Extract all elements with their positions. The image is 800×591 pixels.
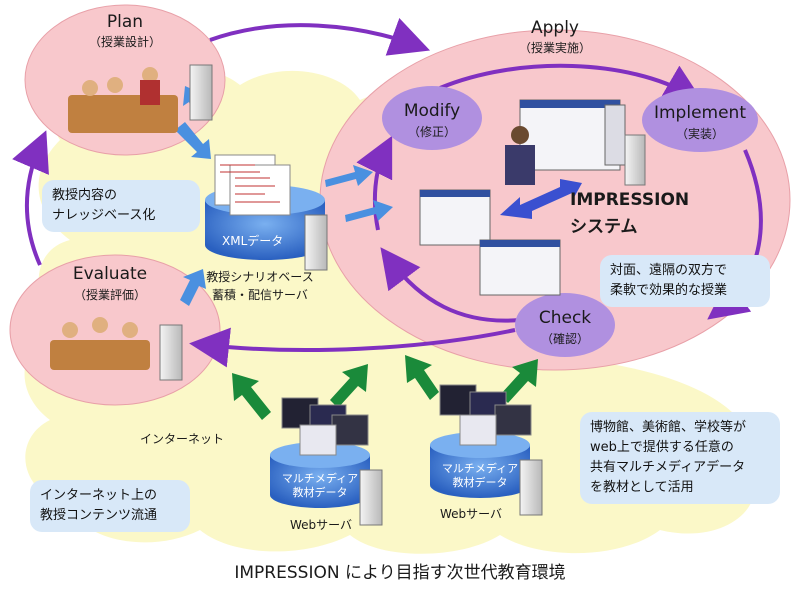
apply-screenshots	[419, 99, 626, 296]
xml-db-label: XMLデータ	[222, 234, 284, 248]
monitor-thumbnails	[281, 384, 532, 456]
db-to-apply-arrow	[325, 165, 373, 187]
mm-db2-line1: マルチメディア	[441, 462, 519, 475]
plan-title: Plan	[106, 12, 144, 32]
callout-distribution-line1: インターネット上の	[40, 488, 158, 503]
callout-museum-line1: 博物館、美術館、学校等が	[590, 420, 747, 435]
green-arrows	[232, 355, 538, 420]
apply-teacher-clipart	[505, 126, 535, 185]
apply-server	[624, 134, 646, 186]
system-title-line2: システム	[570, 217, 638, 237]
callout-flexible-line1: 対面、遠隔の双方で	[610, 263, 728, 278]
apply-to-db-arrow	[345, 200, 393, 222]
callout-museum-line3: 共有マルチメディアデータ	[590, 460, 746, 475]
inner-cycle-arrow-top	[439, 63, 704, 104]
callout-distribution: インターネット上の 教授コンテンツ流通	[30, 480, 190, 532]
web1-right-arrow	[330, 364, 368, 408]
web2-left-arrow	[405, 355, 439, 400]
apply-title: Apply	[531, 18, 579, 38]
evaluate-to-db-arrow	[180, 269, 206, 306]
server-caption-line2: 蓄積・配信サーバ	[212, 288, 308, 302]
mm-db1-line1: マルチメディア	[281, 472, 359, 485]
inner-cycle-arrow-bottom	[380, 247, 521, 323]
mm-db2-line2: 教材データ	[452, 476, 508, 489]
implement-subtitle: （実装）	[675, 127, 724, 141]
server-caption-line1: 教授シナリオベース	[206, 270, 314, 284]
xml-database	[205, 154, 325, 260]
callout-knowledge-line2: ナレッジベース化	[52, 208, 156, 223]
system-double-arrow	[500, 179, 582, 219]
web1-left-arrow	[232, 373, 271, 420]
evaluate-subtitle: （授業評価）	[73, 288, 146, 302]
mm-db1-line2: 教材データ	[292, 486, 348, 499]
mm-database-2	[430, 432, 530, 498]
evaluate-to-plan-arrow	[12, 130, 49, 266]
web2-right-arrow	[500, 359, 538, 403]
web-server-2	[519, 459, 543, 516]
check-title: Check	[538, 308, 592, 328]
check-ellipse	[515, 293, 615, 357]
evaluate-people-clipart	[50, 317, 150, 370]
diagram-caption: IMPRESSION により目指す次世代教育環境	[234, 563, 566, 583]
evaluate-title: Evaluate	[72, 264, 148, 284]
callout-museum: 博物館、美術館、学校等が web上で提供する任意の 共有マルチメディアデータ を…	[580, 412, 780, 504]
implement-title: Implement	[653, 103, 746, 123]
callout-distribution-line2: 教授コンテンツ流通	[40, 508, 158, 523]
modify-ellipse	[382, 86, 482, 150]
plan-subtitle: （授業設計）	[88, 35, 161, 49]
callout-knowledge: 教授内容の ナレッジベース化	[42, 180, 200, 232]
web-server2-label: Webサーバ	[440, 507, 503, 521]
internet-label: インターネット	[140, 432, 225, 446]
callout-knowledge-line1: 教授内容の	[52, 188, 118, 203]
callout-flexible-line2: 柔軟で効果的な授業	[610, 283, 728, 298]
plan-server	[189, 64, 213, 121]
inner-cycle-arrow-left	[356, 135, 393, 231]
plan-people-clipart	[68, 67, 178, 133]
check-subtitle: （確認）	[540, 332, 589, 346]
system-title-line1: IMPRESSION	[570, 190, 690, 210]
plan-to-apply-arrow	[209, 18, 431, 56]
callout-museum-line2: web上で提供する任意の	[590, 440, 734, 455]
callout-museum-line4: を教材として活用	[590, 480, 694, 495]
xml-server	[304, 214, 328, 271]
callout-flexible: 対面、遠隔の双方で 柔軟で効果的な授業	[600, 255, 770, 307]
web-server1-label: Webサーバ	[290, 518, 353, 532]
plan-to-db-arrow	[175, 122, 211, 159]
server-towers	[159, 64, 646, 526]
apply-subtitle: （授業実施）	[518, 41, 591, 55]
modify-title: Modify	[403, 101, 461, 121]
evaluate-server	[159, 324, 183, 381]
web-server-1	[359, 469, 383, 526]
modify-subtitle: （修正）	[407, 125, 456, 139]
check-to-evaluate-arrow	[189, 327, 516, 368]
implement-ellipse	[642, 88, 758, 152]
